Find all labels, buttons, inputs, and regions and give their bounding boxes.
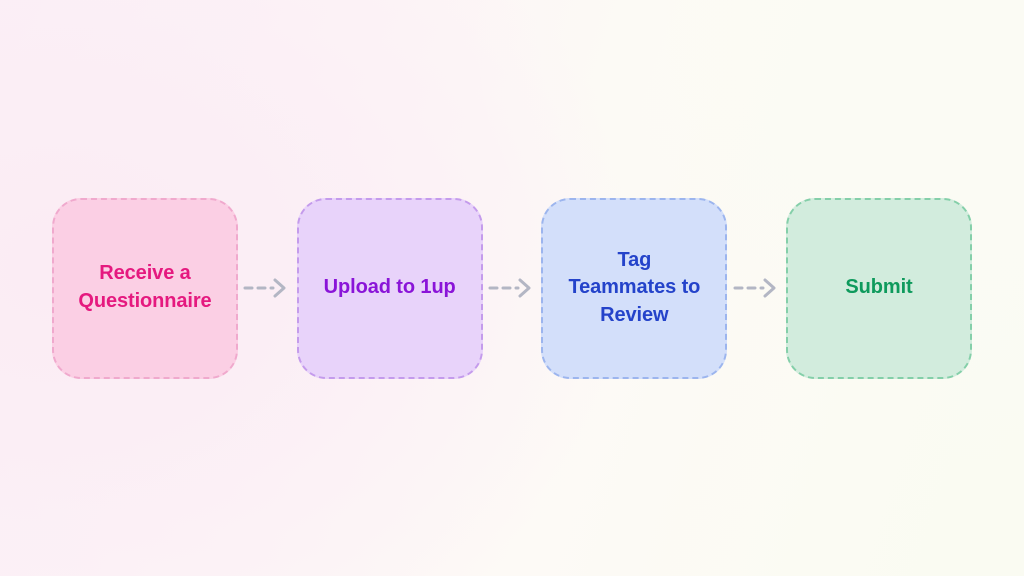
flow-step-receive-questionnaire[interactable]: Receive a Questionnaire xyxy=(52,197,238,379)
flow-step-upload-to-1up[interactable]: Upload to 1up xyxy=(296,197,483,379)
flow-step-label: Tag Teammates to Review xyxy=(568,248,701,326)
flow-connector-3 xyxy=(727,275,786,301)
dashed-arrow-right-icon xyxy=(243,277,290,299)
flow-step-label: Submit xyxy=(845,276,913,299)
flow-connector-1 xyxy=(238,275,297,301)
flow-connector-2 xyxy=(483,275,542,301)
flow-step-label: Upload to 1up xyxy=(323,276,456,299)
dashed-arrow-right-icon xyxy=(733,277,780,299)
dashed-arrow-right-icon xyxy=(488,277,535,299)
process-flow: Receive a Questionnaire Upload to 1up xyxy=(0,197,1024,379)
flow-step-tag-teammates-to-review[interactable]: Tag Teammates to Review xyxy=(541,197,728,379)
flow-step-submit[interactable]: Submit xyxy=(786,197,973,379)
flow-step-label: Receive a Questionnaire xyxy=(78,262,212,312)
